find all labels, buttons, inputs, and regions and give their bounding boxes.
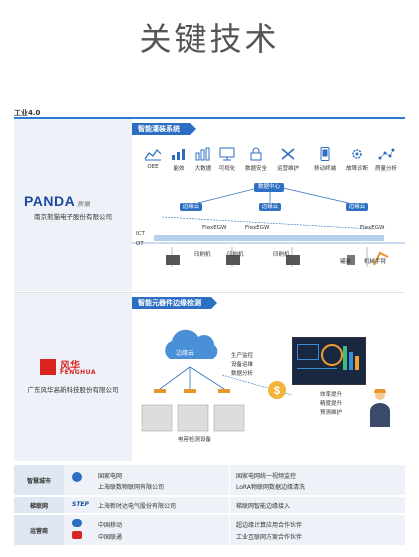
flexegw-2: FlexEGW xyxy=(245,225,270,231)
company-state-grid: 国家电网 xyxy=(98,473,123,480)
company-step: 上海新时达电气股份有限公司 xyxy=(98,503,177,510)
scatter-icon: 质量分析 xyxy=(373,147,399,172)
tag-edge-detection: 智能元器件边缘检测 xyxy=(132,297,217,309)
edge-cloud-1: 边缘云 xyxy=(180,203,202,211)
oee-icon: OEE xyxy=(140,147,166,170)
benefit-precision: 精度提升 xyxy=(320,401,343,407)
flexegw-1: FlexEGW xyxy=(202,225,227,231)
row-category: 智慧城市 xyxy=(14,465,64,495)
lock-icon: 数据安全 xyxy=(243,147,269,172)
gear-icon: 故障诊断 xyxy=(344,147,370,172)
panel-edge-detection: 风华 FENGHUA 广东风华高新科技股份有限公司 智能元器件边缘检测 边缘云 … xyxy=(14,292,405,461)
company-fenghua: 风华 FENGHUA 广东风华高新科技股份有限公司 xyxy=(14,293,132,461)
ict-label: ICT xyxy=(136,231,145,237)
row-companies: STEP 上海新时达电气股份有限公司 xyxy=(64,497,229,513)
state-grid-logo xyxy=(72,472,82,482)
table-row: 运营商 中国移动 中国联通 超边缘计算应用合作伙伴 工业互联网方案合作伙伴 xyxy=(14,515,405,545)
row-applications: 梯联网智能边缘接入 xyxy=(230,497,405,513)
flexegw-3: FlexEGW xyxy=(360,225,385,231)
benefit-efficiency: 效率提升 xyxy=(320,392,343,398)
company-china-mobile: 中国移动 xyxy=(98,522,123,529)
application-item: 梯联网智能边缘接入 xyxy=(236,503,291,510)
section-subtitle: 工业4.0 xyxy=(14,109,41,117)
printer-3: 印刷机 xyxy=(273,252,290,258)
edge-cloud-2: 边缘云 xyxy=(259,203,281,211)
printer-2: 印刷机 xyxy=(227,252,244,258)
energy-bars-icon: 能效 xyxy=(166,147,192,172)
company-name: 广东风华高新科技股份有限公司 xyxy=(27,386,119,394)
partners-table: 智慧城市 国家电网 上海联数物联网有限公司 国家电网统一视频监控 LoRA物联网… xyxy=(14,465,405,547)
mobile-icon: 移动终端 xyxy=(312,147,338,172)
filling-network-diagram xyxy=(132,184,405,267)
page-title: 关键技术 xyxy=(139,20,280,58)
row-category: 梯联网 xyxy=(14,497,64,513)
dashboard-screen xyxy=(292,337,366,385)
wrench-icon: 运营维护 xyxy=(275,147,301,172)
list-maintenance: 设备运维 xyxy=(231,362,254,368)
printer-1: 印刷机 xyxy=(194,252,211,258)
list-production: 生产监控 xyxy=(231,353,254,359)
ot-label: OT xyxy=(136,241,144,247)
table-row: 梯联网 STEP 上海新时达电气股份有限公司 梯联网智能边缘接入 xyxy=(14,497,405,513)
company-lianshu: 上海联数物联网有限公司 xyxy=(98,484,165,491)
row-category: 运营商 xyxy=(14,515,64,545)
cloud-icon xyxy=(165,329,218,359)
row-companies: 中国移动 中国联通 xyxy=(64,515,229,545)
edge-cloud-3: 边缘云 xyxy=(346,203,368,211)
row-applications: 国家电网统一视频监控 LoRA物联网数据边缘清洗 xyxy=(230,465,405,495)
monitor-icon: 可视化 xyxy=(214,147,240,172)
table-row: 智慧城市 国家电网 上海联数物联网有限公司 国家电网统一视频监控 LoRA物联网… xyxy=(14,465,405,495)
china-mobile-logo xyxy=(72,519,82,527)
device-label: 电容检测设备 xyxy=(178,437,212,443)
dollar-coin-icon: $ xyxy=(268,381,286,399)
fenghua-logo: 风华 FENGHUA xyxy=(40,358,106,378)
edge-cloud-label: 边缘云 xyxy=(176,350,195,357)
svg-text:$: $ xyxy=(274,385,280,397)
tag-smart-filling: 智能灌装系统 xyxy=(132,123,196,135)
company-name: 南京熊猫电子股份有限公司 xyxy=(34,213,112,221)
list-analysis: 数据分析 xyxy=(231,371,254,377)
step-logo: STEP xyxy=(72,501,89,508)
application-item: 工业互联网方案合作伙伴 xyxy=(236,534,303,541)
application-item: LoRA物联网数据边缘清洗 xyxy=(236,484,305,491)
company-china-unicom: 中国联通 xyxy=(98,534,123,541)
china-unicom-logo xyxy=(72,531,82,539)
bar-chart-icon: 大数据 xyxy=(190,147,216,172)
can-label: 罐装 xyxy=(340,259,352,265)
application-item: 国家电网统一视频监控 xyxy=(236,473,297,480)
application-item: 超边缘计算应用合作伙伴 xyxy=(236,522,303,529)
row-applications: 超边缘计算应用合作伙伴 工业互联网方案合作伙伴 xyxy=(230,515,405,545)
arm-label: 机械手臂 xyxy=(364,259,387,265)
engineer-icon xyxy=(370,389,390,427)
data-center-box: 数据中心 xyxy=(254,183,284,192)
benefit-predictive: 预测维护 xyxy=(320,410,343,416)
row-companies: 国家电网 上海联数物联网有限公司 xyxy=(64,465,229,495)
